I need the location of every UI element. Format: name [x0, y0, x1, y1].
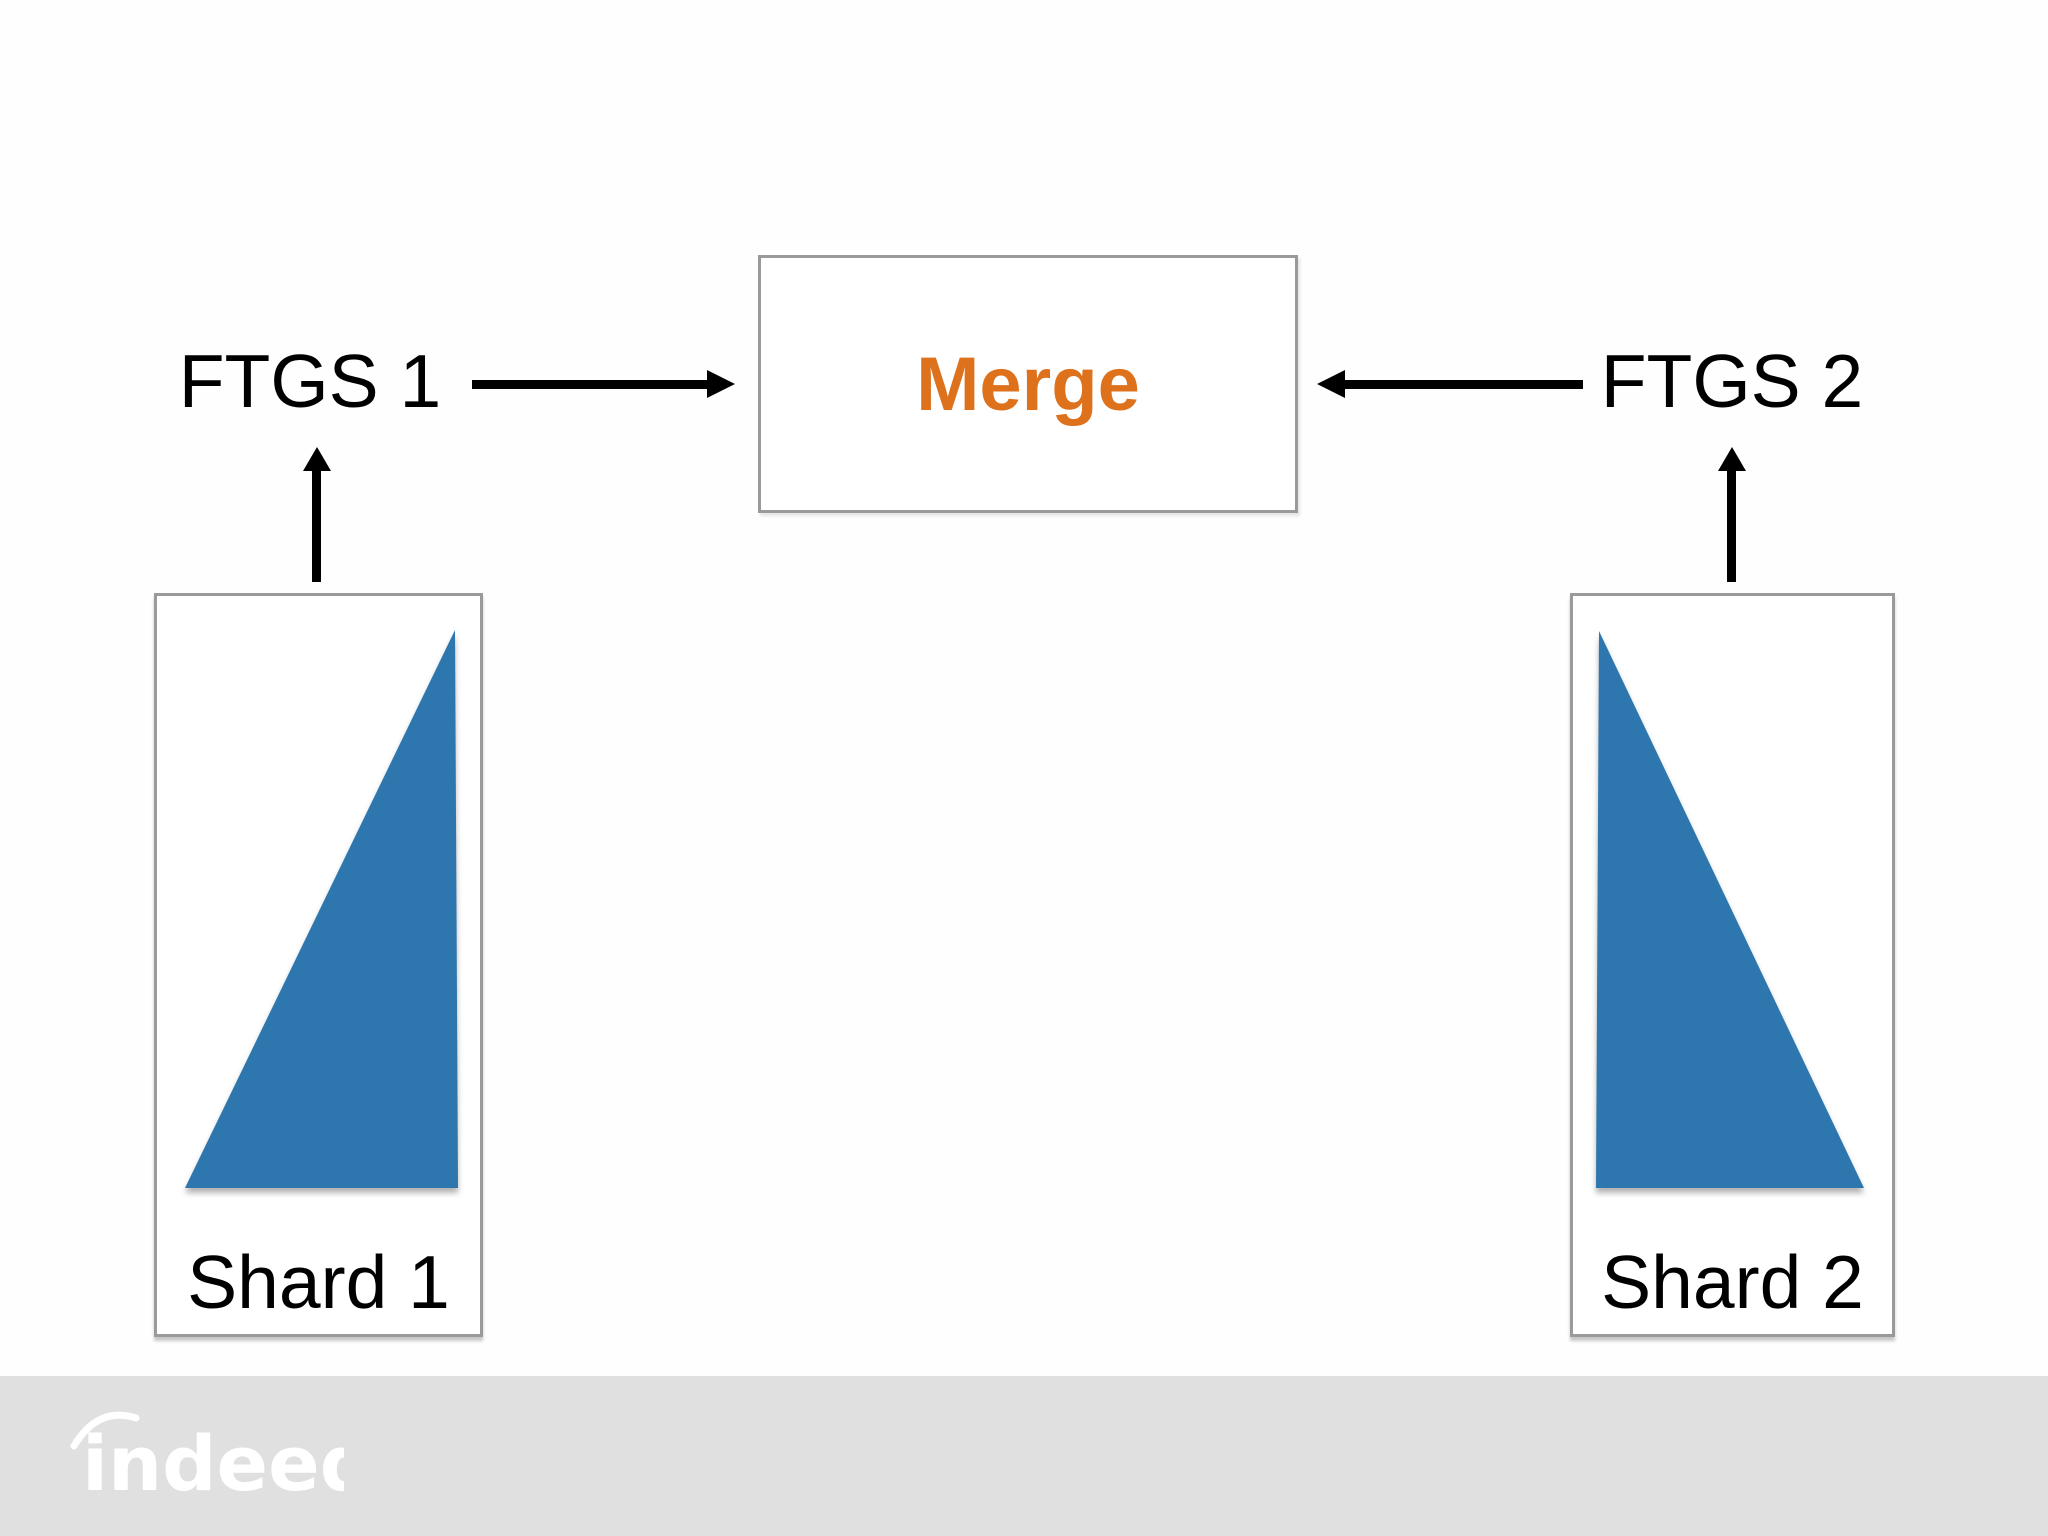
footer-bar: indeed — [0, 1376, 2048, 1536]
arrow-shaft — [472, 380, 707, 389]
ftgs2-label: FTGS 2 — [1600, 339, 1864, 423]
arrow-head-up-icon — [1718, 447, 1746, 471]
shard1-box: Shard 1 — [154, 593, 483, 1337]
shard1-label: Shard 1 — [187, 1240, 450, 1324]
shard1-triangle-icon — [185, 630, 458, 1188]
ftgs1-label: FTGS 1 — [178, 339, 442, 423]
merge-label: Merge — [916, 341, 1140, 427]
arrow-head-left-icon — [1317, 370, 1345, 398]
arrow-head-right-icon — [707, 370, 735, 398]
shard2-triangle-icon — [1596, 631, 1864, 1188]
arrow-shaft — [1345, 380, 1583, 389]
shard2-box: Shard 2 — [1570, 593, 1895, 1337]
indeed-logo-text: indeed — [82, 1419, 344, 1508]
indeed-logo-swoosh-icon — [70, 1411, 140, 1450]
merge-box: Merge — [758, 255, 1298, 513]
indeed-logo: indeed — [70, 1411, 344, 1508]
arrow-head-up-icon — [303, 447, 331, 471]
arrow-shaft — [312, 468, 321, 582]
arrow-shaft — [1727, 468, 1736, 582]
shard2-label: Shard 2 — [1601, 1240, 1864, 1324]
